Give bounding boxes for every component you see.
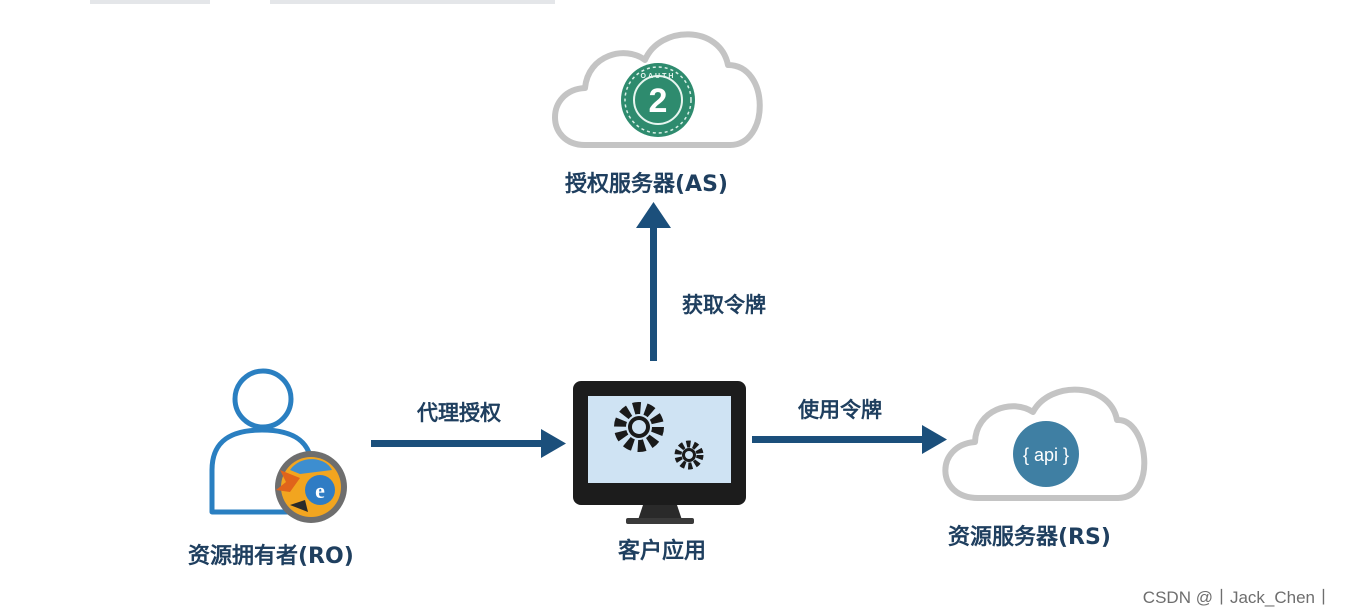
resource-owner-label: 资源拥有者(RO) [188, 544, 354, 569]
get-token-label: 获取令牌 [682, 293, 766, 317]
browser-icon: e [275, 451, 347, 523]
use-token-arrow [752, 425, 947, 454]
api-badge-icon: { api } [1013, 421, 1079, 487]
oauth2-badge-number: 2 [649, 82, 668, 120]
use-token-label: 使用令牌 [798, 398, 882, 422]
top-edge-artifact [270, 0, 555, 4]
monitor-icon [573, 381, 746, 524]
get-token-arrow [636, 202, 671, 361]
authorization-server-label: 授权服务器(AS) [565, 172, 728, 197]
top-edge-artifact [90, 0, 210, 4]
client-app-label: 客户应用 [618, 539, 707, 564]
watermark: CSDN @丨Jack_Chen丨 [1142, 588, 1332, 607]
delegate-auth-label: 代理授权 [417, 401, 501, 425]
resource-server-label: 资源服务器(RS) [948, 525, 1111, 550]
oauth2-badge-ring-text: OAUTH [641, 73, 676, 80]
oauth2-badge-icon: 2 OAUTH [621, 63, 695, 137]
gear-icon [614, 402, 664, 452]
svg-text:e: e [315, 478, 325, 503]
api-badge-text: { api } [1023, 445, 1069, 465]
small-gear-icon [674, 440, 704, 470]
delegate-auth-arrow [371, 429, 566, 458]
